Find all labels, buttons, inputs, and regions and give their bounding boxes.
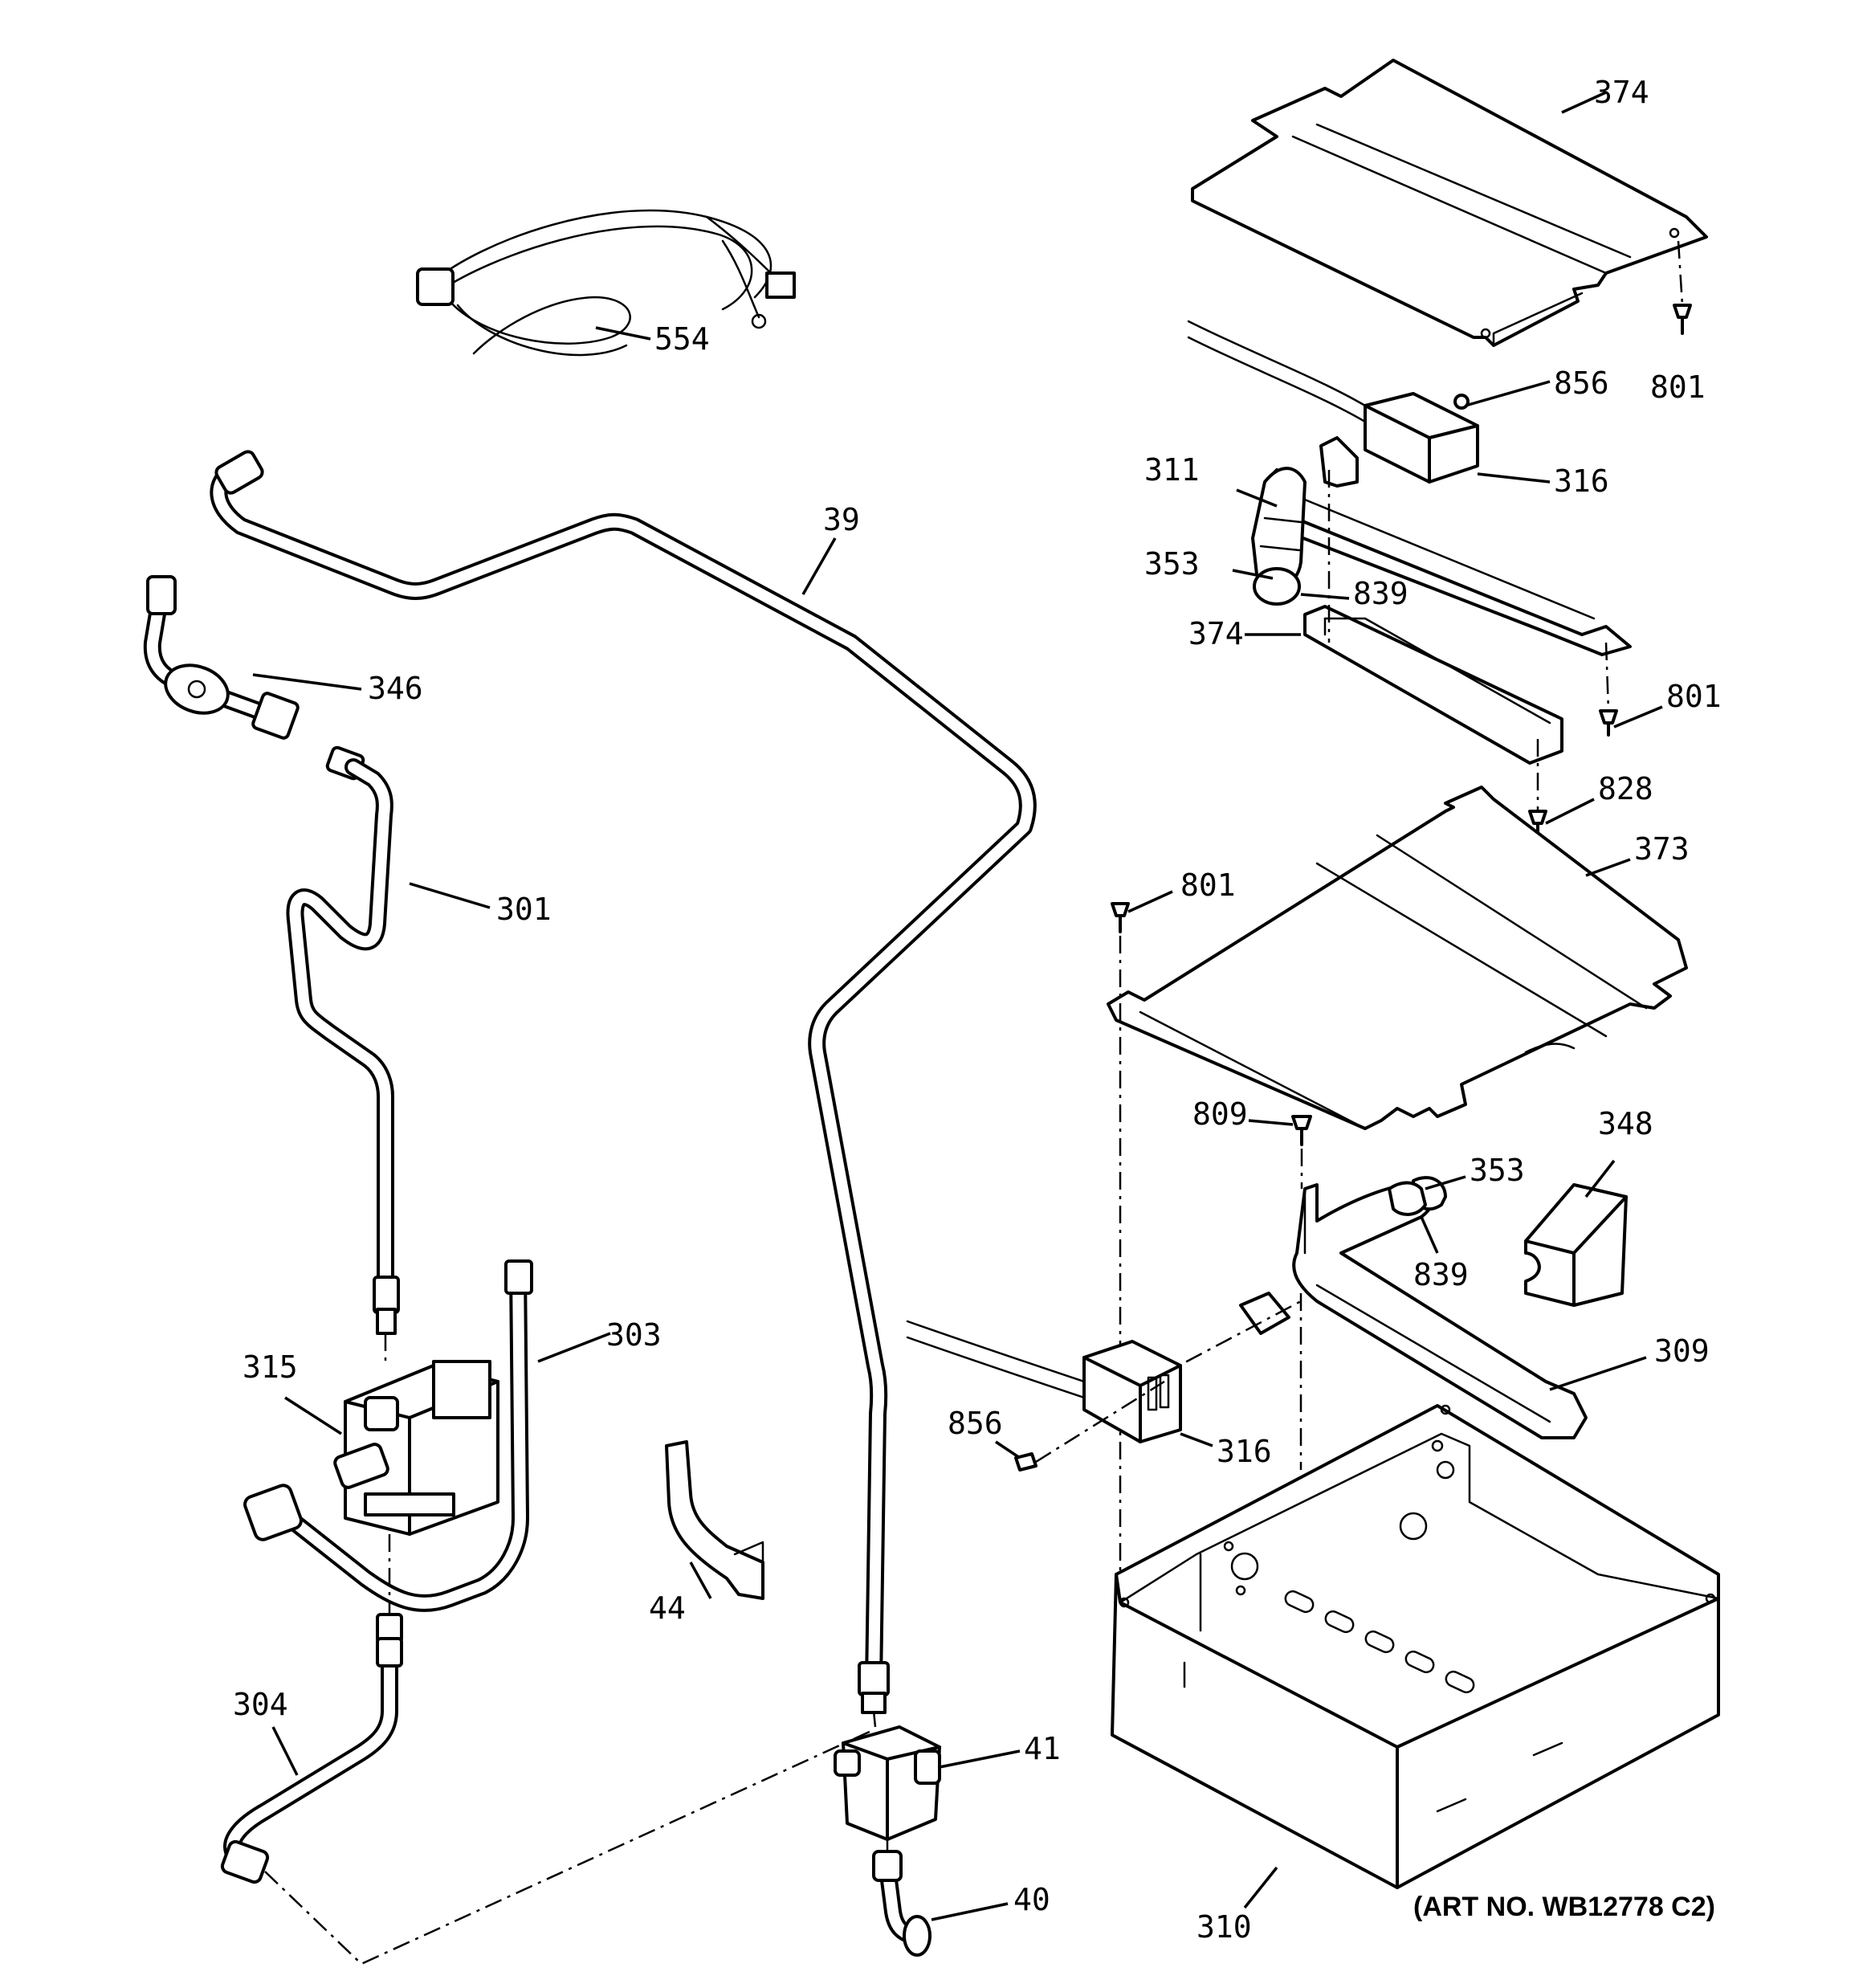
- art-number: (ART NO. WB12778 C2): [1413, 1892, 1715, 1922]
- part-303-gas-tube: [243, 1259, 533, 1612]
- callout-353-a: 353: [1144, 546, 1200, 582]
- callout-303: 303: [606, 1317, 662, 1353]
- assembly-dash-lines-left: [264, 1333, 889, 1966]
- callout-374-b: 374: [1188, 616, 1244, 651]
- part-310-burner-box: [1111, 1404, 1720, 1889]
- callout-41: 41: [1024, 1731, 1061, 1766]
- part-374-top-shield: [1191, 59, 1708, 347]
- part-39-gas-tube: [210, 450, 1037, 1714]
- part-856-screw-b: [1014, 1300, 1302, 1472]
- callout-301: 301: [496, 892, 552, 927]
- callout-311: 311: [1144, 452, 1200, 488]
- part-374-heat-shield: [1303, 605, 1563, 765]
- part-316-igniter-b: [906, 1320, 1182, 1443]
- part-801-screw-b: [1599, 642, 1618, 737]
- part-801-screw-c: [1111, 902, 1130, 1606]
- callout-316-a: 316: [1554, 463, 1609, 499]
- callout-309: 309: [1654, 1333, 1710, 1369]
- callout-304: 304: [233, 1687, 288, 1722]
- leader-lines: [252, 91, 1663, 1921]
- part-809-screw: [1291, 1115, 1312, 1189]
- callout-856-b: 856: [948, 1406, 1003, 1441]
- callout-374-top: 374: [1594, 75, 1649, 110]
- part-315-valve: [333, 1360, 499, 1536]
- part-346-elbow-flange: [143, 575, 365, 781]
- part-41-regulator: [834, 1725, 941, 1841]
- callout-39: 39: [823, 502, 860, 537]
- callout-856-a: 856: [1554, 365, 1609, 401]
- callout-554: 554: [654, 321, 710, 357]
- callout-310: 310: [1196, 1909, 1252, 1945]
- part-554-wire-harness: [416, 209, 796, 357]
- callout-315: 315: [243, 1349, 298, 1385]
- part-348-cover-bracket: [1524, 1183, 1628, 1307]
- callout-44: 44: [649, 1590, 686, 1626]
- callout-40: 40: [1013, 1882, 1050, 1917]
- callout-801-c: 801: [1180, 867, 1236, 903]
- callout-839-b: 839: [1413, 1257, 1469, 1292]
- callout-316-b: 316: [1217, 1434, 1272, 1469]
- callout-801-b: 801: [1666, 679, 1722, 714]
- part-40-elbow: [872, 1850, 932, 1957]
- part-353-orifice-hood-b: [1388, 1181, 1427, 1216]
- part-353-orifice-hood-a: [1251, 467, 1307, 606]
- callout-348: 348: [1598, 1106, 1653, 1141]
- callout-809: 809: [1192, 1096, 1248, 1132]
- part-44-bracket: [665, 1440, 764, 1600]
- part-801-screw-a: [1673, 240, 1692, 335]
- callout-801-a: 801: [1650, 369, 1706, 405]
- callout-labels: 554 39 346 301 303 315 304 44 41 40 374 …: [233, 75, 1722, 1945]
- callout-373: 373: [1634, 831, 1690, 867]
- callout-828: 828: [1598, 771, 1653, 806]
- part-373-cover-plate: [1107, 786, 1688, 1130]
- part-828-screw: [1528, 739, 1547, 837]
- part-316-igniter-a: [1187, 320, 1479, 484]
- callout-839-a: 839: [1353, 576, 1408, 611]
- callout-353-b: 353: [1470, 1153, 1525, 1188]
- part-301-gas-tube: [286, 758, 400, 1335]
- callout-346: 346: [368, 671, 423, 706]
- part-304-gas-tube: [220, 1613, 403, 1884]
